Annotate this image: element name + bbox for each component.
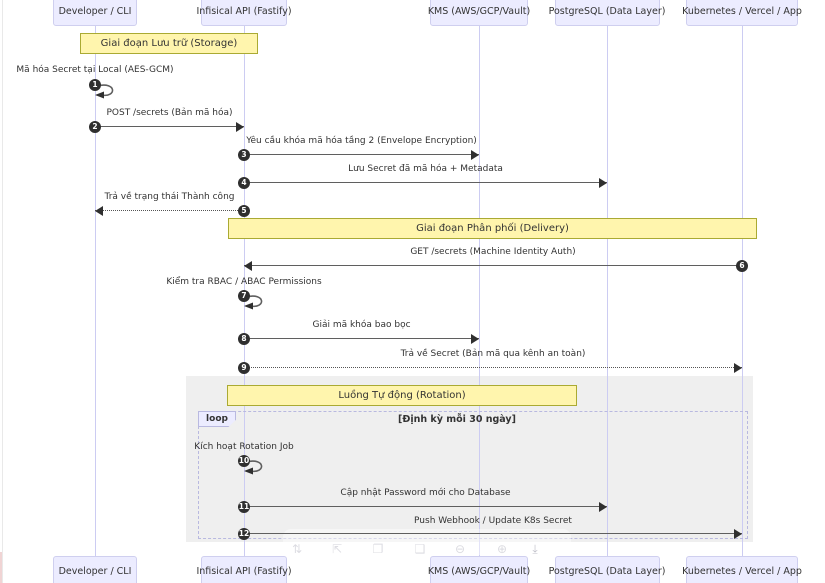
message-label: GET /secrets (Machine Identity Auth) (410, 247, 576, 257)
sequence-number: 10 (238, 455, 250, 467)
message-label: Lưu Secret đã mã hóa + Metadata (348, 164, 503, 174)
actor-developer-bottom: Developer / CLI (53, 556, 137, 583)
zoom-out-icon[interactable]: ⊖ (454, 542, 466, 556)
actor-kubernetes-top: Kubernetes / Vercel / App (682, 0, 802, 26)
message-label: Mã hóa Secret tại Local (AES-GCM) (16, 65, 174, 75)
phase-note-storage: Giai đoạn Lưu trữ (Storage) (80, 33, 258, 54)
lifeline-kubernetes (742, 26, 743, 556)
message-line (95, 126, 244, 127)
lifeline-kms (479, 26, 480, 556)
message-label: Giải mã khóa bao bọc (312, 320, 411, 330)
actor-kms-top: KMS (AWS/GCP/Vault) (428, 0, 530, 26)
phase-note-rotation: Luồng Tự động (Rotation) (227, 385, 577, 406)
arrowhead-icon (734, 529, 742, 539)
download-icon[interactable]: ⤓ (532, 541, 538, 556)
actor-developer-top: Developer / CLI (53, 0, 137, 26)
message-line (244, 367, 742, 368)
sequence-number: 4 (238, 177, 250, 189)
sequence-number: 1 (89, 79, 101, 91)
sequence-number: 3 (238, 149, 250, 161)
sequence-number: 12 (238, 528, 250, 540)
sequence-number: 9 (238, 362, 250, 374)
arrowhead-icon (471, 334, 479, 344)
arrowhead-icon (471, 150, 479, 160)
sequence-number: 5 (238, 205, 250, 217)
message-line (95, 210, 244, 211)
message-line (244, 533, 742, 534)
phase-note-delivery: Giai đoạn Phân phối (Delivery) (228, 218, 757, 239)
sequence-number: 6 (736, 260, 748, 272)
message-label: Push Webhook / Update K8s Secret (414, 516, 572, 526)
message-label: Cập nhật Password mới cho Database (340, 488, 511, 498)
message-line (244, 338, 479, 339)
actor-kms-bottom: KMS (AWS/GCP/Vault) (428, 556, 530, 583)
sequence-number: 8 (238, 333, 250, 345)
panel-edge-line (2, 0, 3, 583)
reset-view-icon[interactable]: ⇱ (331, 542, 343, 556)
arrowhead-icon (95, 206, 103, 216)
arrowhead-icon (599, 178, 607, 188)
arrowhead-icon (599, 502, 607, 512)
message-label: Yêu cầu khóa mã hóa tầng 2 (Envelope Enc… (246, 136, 477, 146)
actor-kubernetes-bottom: Kubernetes / Vercel / App (682, 556, 802, 583)
arrowhead-icon (244, 261, 252, 271)
message-line (244, 506, 607, 507)
actor-postgresql-top: PostgreSQL (Data Layer) (549, 0, 665, 26)
self-loop-arrow (244, 458, 272, 478)
sequence-number: 2 (89, 121, 101, 133)
message-line (244, 182, 607, 183)
self-loop-arrow (95, 82, 123, 102)
pan-vertical-icon[interactable]: ⇅ (291, 542, 303, 556)
left-edge-accent (0, 552, 2, 583)
message-label: Trả về trạng thái Thành công (104, 192, 235, 202)
message-label: Kiểm tra RBAC / ABAC Permissions (166, 277, 322, 287)
actor-infisical-bottom: Infisical API (Fastify) (196, 556, 292, 583)
actor-infisical-top: Infisical API (Fastify) (196, 0, 292, 26)
sequence-number: 11 (238, 501, 250, 513)
loop-condition: [Định kỳ mỗi 30 ngày] (398, 414, 516, 425)
arrowhead-icon (236, 122, 244, 132)
message-line (244, 154, 479, 155)
snapshot-icon[interactable]: ❑ (414, 542, 426, 556)
message-label: POST /secrets (Bản mã hóa) (106, 108, 233, 118)
lifeline-developer (95, 26, 96, 556)
self-loop-arrow (244, 293, 272, 313)
message-label: Kích hoạt Rotation Job (194, 442, 294, 452)
sequence-number: 7 (238, 290, 250, 302)
lifeline-postgresql (607, 26, 608, 556)
actor-postgresql-bottom: PostgreSQL (Data Layer) (549, 556, 665, 583)
message-line (244, 265, 742, 266)
loop-label-tab: loop (198, 411, 236, 427)
loop-frame (198, 411, 748, 539)
arrowhead-icon (734, 363, 742, 373)
zoom-in-icon[interactable]: ⊕ (496, 542, 508, 556)
message-label: Trả về Secret (Bản mã qua kênh an toàn) (400, 349, 586, 359)
copy-icon[interactable]: ❐ (372, 542, 384, 556)
